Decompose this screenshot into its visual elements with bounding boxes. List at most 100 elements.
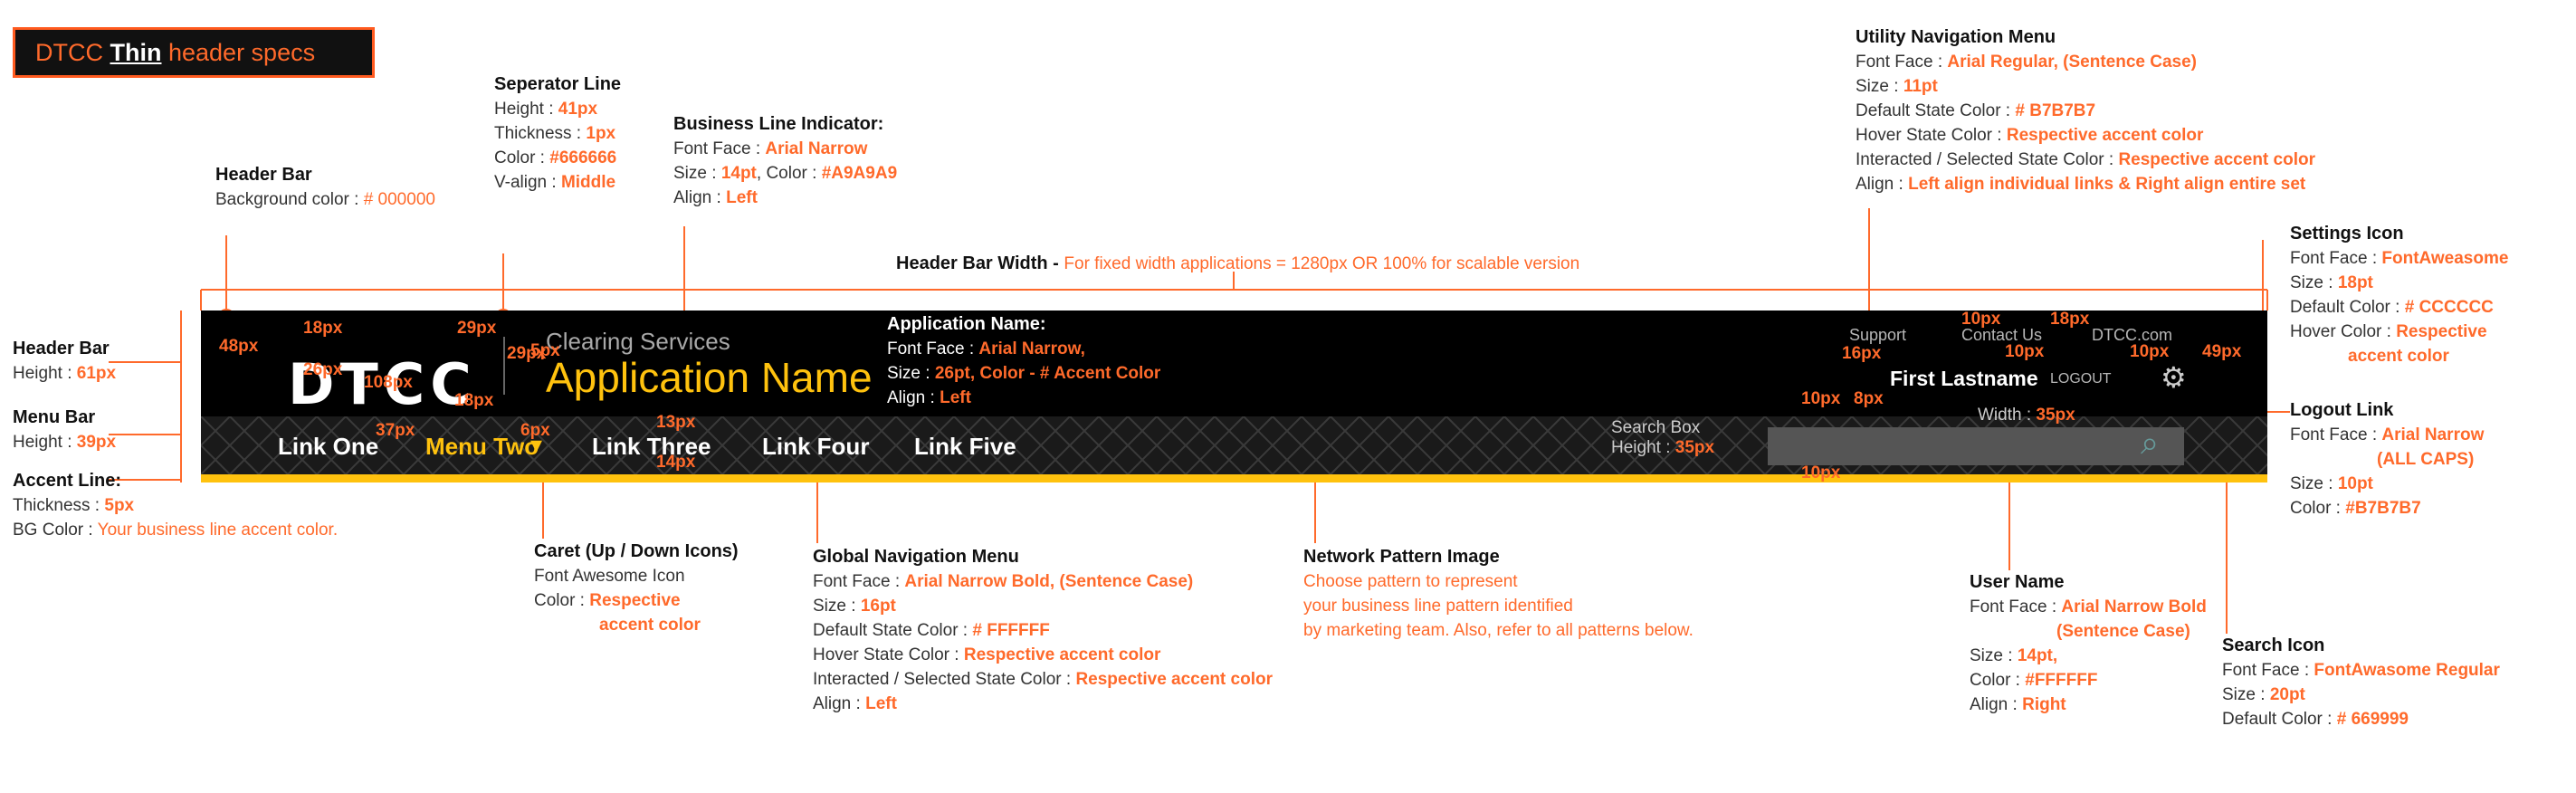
nav-link-three[interactable]: Link Three bbox=[592, 433, 711, 460]
utility-link-dtcc[interactable]: DTCC.com bbox=[2092, 326, 2172, 344]
note-row: Align : Left align individual links & Ri… bbox=[1856, 172, 2315, 196]
note-value: 14pt, bbox=[2017, 646, 2058, 665]
note-key: Size : bbox=[2290, 474, 2338, 493]
title-bold: Thin bbox=[110, 39, 162, 66]
note-key: Color : bbox=[534, 591, 590, 610]
utility-link-contact[interactable]: Contact Us bbox=[1961, 326, 2043, 344]
note-value: Right bbox=[2022, 695, 2066, 714]
note-row: Size : 14pt, Color : #A9A9A9 bbox=[673, 161, 897, 186]
note-key: Default Color : bbox=[2222, 710, 2337, 729]
note-value: 26pt, Color - # Accent Color bbox=[934, 364, 1161, 383]
note-row: Font Face : Arial Narrow bbox=[673, 137, 897, 161]
nav-link-four[interactable]: Link Four bbox=[762, 433, 870, 460]
note-row: Font Face : FontAweasome bbox=[2290, 246, 2508, 271]
note-value: Respective accent color bbox=[963, 645, 1161, 664]
note-row: Hover State Color : Respective accent co… bbox=[813, 643, 1273, 667]
note-value: Left bbox=[726, 188, 758, 207]
note-value: Left bbox=[940, 388, 971, 407]
note-value: FontAwasome Regular bbox=[2314, 661, 2500, 680]
note-value: # B7B7B7 bbox=[2015, 101, 2096, 120]
note-value: Respective accent color bbox=[2118, 150, 2315, 169]
note-key: Color : bbox=[494, 148, 550, 167]
nav-link-one[interactable]: Link One bbox=[278, 433, 379, 460]
note-title: Network Pattern Image bbox=[1303, 547, 1500, 567]
dim-13: 13px bbox=[656, 413, 696, 432]
search-icon[interactable]: ⌕ bbox=[2141, 424, 2160, 461]
note-title: Search Icon bbox=[2222, 635, 2325, 655]
note-key: Align : bbox=[887, 388, 940, 407]
note-row: Default State Color : # FFFFFF bbox=[813, 618, 1273, 643]
note-row: Color : #666666 bbox=[494, 146, 621, 170]
logout-link[interactable]: LOGOUT bbox=[2050, 371, 2112, 387]
nav-link-five[interactable]: Link Five bbox=[914, 433, 1016, 460]
search-icon-note: Search Icon Font Face : FontAwasome Regu… bbox=[2222, 634, 2500, 731]
business-line-indicator: Clearing Services bbox=[546, 328, 730, 355]
note-key: Font Face : bbox=[673, 139, 766, 158]
width-key: Width : bbox=[1978, 406, 2037, 425]
gear-icon[interactable]: ⚙ bbox=[2161, 361, 2187, 394]
note-value: # CCCCCC bbox=[2404, 298, 2494, 317]
dim-26: 26px bbox=[303, 360, 343, 379]
note-key: Thickness : bbox=[13, 496, 105, 515]
user-name-note: User Name Font Face : Arial Narrow Bold … bbox=[1970, 570, 2207, 717]
note-value: Left align individual links & Right alig… bbox=[1908, 175, 2306, 194]
note-value: Left bbox=[865, 694, 897, 713]
note-value: 16pt bbox=[860, 597, 896, 616]
note-value: Respective accent color bbox=[2006, 126, 2204, 145]
note-row: Font Face : Arial Regular, (Sentence Cas… bbox=[1856, 50, 2315, 74]
note-value: 5px bbox=[104, 496, 135, 515]
note-row: Size : 16pt bbox=[813, 594, 1273, 618]
note-title: Accent Line: bbox=[13, 471, 122, 491]
note-value: #B7B7B7 bbox=[2345, 499, 2421, 518]
note-value: 14pt bbox=[720, 164, 757, 183]
utility-link-support[interactable]: Support bbox=[1849, 326, 1907, 344]
note-key: Thickness : bbox=[494, 124, 587, 143]
note-title: Seperator Line bbox=[494, 74, 622, 94]
caret-note: Caret (Up / Down Icons) Font Awesome Ico… bbox=[534, 540, 739, 637]
note-row: Font Face : FontAwasome Regular bbox=[2222, 658, 2500, 683]
note-value: Arial Narrow bbox=[2381, 425, 2485, 444]
note-row: Font Face : Arial Narrow, bbox=[887, 337, 1160, 361]
note-key: Align : bbox=[673, 188, 727, 207]
note-row: Size : 14pt, bbox=[1970, 644, 2207, 668]
note-row: V-align : Middle bbox=[494, 170, 621, 195]
note-row: Interacted / Selected State Color : Resp… bbox=[813, 667, 1273, 692]
note-key: Height : bbox=[494, 100, 558, 119]
note-key: Size : bbox=[1970, 646, 2018, 665]
dim-18c: 18px bbox=[2050, 310, 2090, 329]
dim-10c: 10px bbox=[2130, 342, 2170, 361]
note-line: by marketing team. Also, refer to all pa… bbox=[1303, 621, 1693, 640]
note-value: 20pt bbox=[2269, 685, 2305, 704]
note-key: Height : bbox=[13, 364, 77, 383]
title-suffix: header specs bbox=[161, 39, 316, 66]
search-input[interactable] bbox=[1768, 427, 2184, 465]
note-key: Size : bbox=[673, 164, 721, 183]
note-key: Font Face : bbox=[887, 339, 979, 358]
search-box-height-key: Height : bbox=[1611, 438, 1675, 457]
dtcc-logo[interactable]: DTCC bbox=[288, 351, 477, 417]
dim-10d: 10px bbox=[1801, 389, 1841, 408]
search-box-height-value: 35px bbox=[1674, 438, 1715, 457]
nav-menu-two[interactable]: Menu Two bbox=[425, 433, 539, 460]
note-key: Background color : bbox=[215, 190, 364, 209]
dim-37: 37px bbox=[376, 421, 415, 440]
note-row: Thickness : 1px bbox=[494, 121, 621, 146]
note-key: Interacted / Selected State Color : bbox=[813, 670, 1076, 689]
user-name[interactable]: First Lastname bbox=[1890, 367, 2038, 390]
note-row: Default Color : # 669999 bbox=[2222, 707, 2500, 731]
note-title: Settings Icon bbox=[2290, 224, 2404, 244]
note-row: Size : 18pt bbox=[2290, 271, 2508, 295]
note-value: #666666 bbox=[549, 148, 617, 167]
note-title: User Name bbox=[1970, 572, 2065, 592]
note-value: (Sentence Case) bbox=[2056, 622, 2190, 641]
caret-down-icon[interactable]: ▾ bbox=[530, 431, 543, 458]
dim-10e: 10px bbox=[1801, 463, 1841, 482]
search-box-width: Width : 35px bbox=[1978, 406, 2075, 425]
note-value: Arial Narrow, bbox=[978, 339, 1085, 358]
note-key: Align : bbox=[813, 694, 866, 713]
note-row: Align : Right bbox=[1970, 693, 2207, 717]
note-value: 39px bbox=[76, 433, 117, 452]
note-value: Respective bbox=[589, 591, 681, 610]
separator-note: Seperator Line Height : 41px Thickness :… bbox=[494, 72, 621, 195]
